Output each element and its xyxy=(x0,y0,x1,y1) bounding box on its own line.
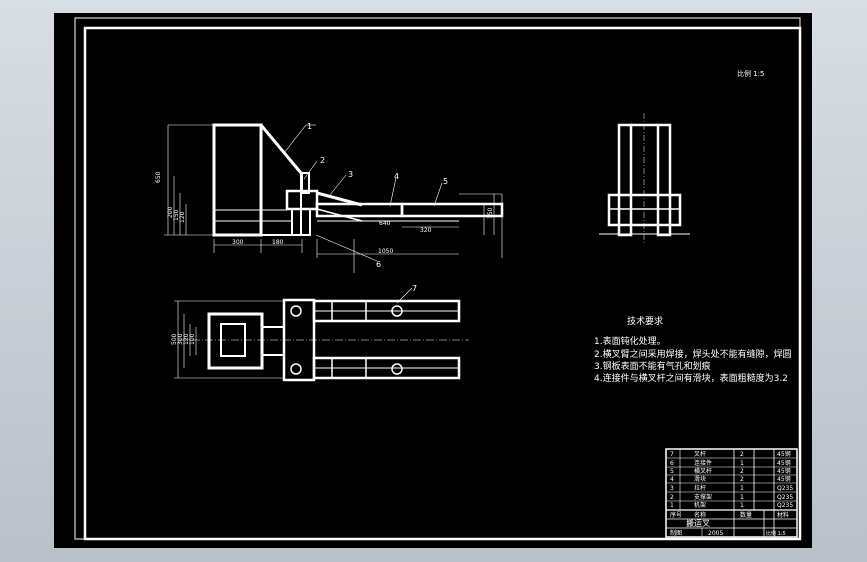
svg-text:4: 4 xyxy=(670,476,674,483)
plan-base-frame xyxy=(207,312,264,370)
plan-view xyxy=(174,287,469,382)
svg-text:2: 2 xyxy=(740,451,744,458)
parts-row-1: 1 机架 1 Q235 xyxy=(670,501,793,509)
front-dim-labels: 650 200 150 120 300 180 640 320 1050 150 xyxy=(155,171,494,255)
parts-row-7: 7 叉杆 2 45钢 xyxy=(670,450,791,458)
svg-text:数量: 数量 xyxy=(740,511,752,519)
dim-w-long: 1050 xyxy=(378,248,393,255)
cad-drawing: 比例 1:5 xyxy=(74,17,802,541)
svg-text:序号: 序号 xyxy=(670,511,682,519)
parts-row-6: 6 连接件 1 45钢 xyxy=(670,459,791,467)
dim-h2: 150 xyxy=(173,209,180,221)
dim-w-gap: 180 xyxy=(272,239,284,246)
svg-text:2: 2 xyxy=(740,476,744,483)
outer-border xyxy=(74,17,801,540)
front-view xyxy=(164,123,504,273)
svg-text:1: 1 xyxy=(740,485,744,492)
mast xyxy=(301,172,310,194)
balloon-5: 5 xyxy=(443,177,448,186)
plan-hole xyxy=(290,363,302,375)
dim-plan-h2: 300 xyxy=(177,333,184,345)
front-balloons: 1 2 3 4 5 6 xyxy=(307,122,448,269)
svg-text:5: 5 xyxy=(670,468,674,475)
inner-border xyxy=(83,26,802,541)
svg-text:1: 1 xyxy=(670,502,674,509)
dim-plan-h4: 100 xyxy=(189,333,196,345)
dim-plan-h1: 500 xyxy=(171,333,178,345)
svg-text:1: 1 xyxy=(740,460,744,467)
footer-left: 制图 xyxy=(670,529,682,537)
side-post-left xyxy=(617,123,633,237)
plan-leader xyxy=(396,287,413,304)
drawing-name: 搬运叉 xyxy=(686,518,710,528)
frame-upright xyxy=(212,123,263,237)
parts-row-4: 4 滑块 2 45钢 xyxy=(670,475,791,483)
svg-text:拉杆: 拉杆 xyxy=(694,484,706,492)
plan-dimensions xyxy=(174,300,284,379)
svg-text:45钢: 45钢 xyxy=(777,459,791,467)
balloon-4: 4 xyxy=(394,172,399,181)
svg-text:材料: 材料 xyxy=(777,511,789,519)
front-leaders xyxy=(283,124,443,262)
svg-text:机架: 机架 xyxy=(694,501,706,509)
svg-text:3: 3 xyxy=(670,485,674,492)
svg-text:叉杆: 叉杆 xyxy=(694,450,706,458)
tech-requirements: 技术要求 1.表面钝化处理。 2.横叉臂之间采用焊接，焊头处不能有缝隙，焊圆 3… xyxy=(594,315,792,384)
svg-text:7: 7 xyxy=(670,451,674,458)
side-base xyxy=(607,193,682,227)
frame-diagonal xyxy=(259,124,303,174)
dim-w-mid: 640 xyxy=(379,220,391,227)
scale-note: 比例 1:5 xyxy=(737,69,765,78)
parts-row-2: 2 支撑架 1 Q235 xyxy=(670,493,793,501)
svg-text:2: 2 xyxy=(740,468,744,475)
svg-text:45钢: 45钢 xyxy=(777,467,791,475)
dim-w-fork: 320 xyxy=(420,227,432,234)
drawing-canvas: 比例 1:5 xyxy=(54,13,812,548)
dim-h4: 150 xyxy=(487,207,494,219)
svg-text:1: 1 xyxy=(740,502,744,509)
svg-text:45钢: 45钢 xyxy=(777,475,791,483)
side-view xyxy=(599,113,690,245)
tech-note-2: 2.横叉臂之间采用焊接，焊头处不能有缝隙，焊圆 xyxy=(594,348,792,360)
dim-h-total: 650 xyxy=(155,171,162,183)
parts-row-5: 5 横叉杆 2 45钢 xyxy=(670,467,791,475)
plan-hole xyxy=(391,305,403,317)
parts-header: 序号 名称 数量 材料 xyxy=(670,511,789,519)
plan-dim-labels: 500 300 120 100 xyxy=(171,333,196,345)
tech-note-1: 1.表面钝化处理。 xyxy=(594,335,666,347)
footer-right: 比例 1:5 xyxy=(766,530,786,537)
parts-row-3: 3 拉杆 1 Q235 xyxy=(670,484,793,492)
balloon-3: 3 xyxy=(348,170,353,179)
plan-hole xyxy=(391,363,403,375)
balloon-7: 7 xyxy=(412,284,417,293)
svg-text:45钢: 45钢 xyxy=(777,450,791,458)
balloon-1: 1 xyxy=(307,122,312,131)
dim-plan-h3: 120 xyxy=(183,333,190,345)
svg-text:支撑架: 支撑架 xyxy=(694,493,712,501)
balloon-2: 2 xyxy=(320,156,325,165)
svg-text:6: 6 xyxy=(670,460,674,467)
svg-text:Q235: Q235 xyxy=(777,485,793,492)
balloon-6: 6 xyxy=(376,260,381,269)
svg-text:Q235: Q235 xyxy=(777,494,793,501)
plan-hole xyxy=(290,305,302,317)
title-block xyxy=(665,448,798,538)
tech-note-3: 3.钢板表面不能有气孔和划痕 xyxy=(594,360,711,372)
footer-date: 2005 xyxy=(708,530,723,537)
dim-w-base: 300 xyxy=(232,239,244,246)
dim-h1: 200 xyxy=(167,206,174,218)
svg-text:2: 2 xyxy=(670,494,674,501)
dim-h3: 120 xyxy=(179,211,186,223)
svg-text:横叉杆: 横叉杆 xyxy=(694,467,712,475)
tech-title: 技术要求 xyxy=(627,315,663,327)
svg-text:1: 1 xyxy=(740,494,744,501)
svg-text:名称: 名称 xyxy=(694,511,706,519)
front-dimensions xyxy=(164,124,503,273)
side-post-right xyxy=(656,123,672,237)
tech-note-4: 4.连接件与横叉杆之间有滑块，表面粗糙度为3.2 xyxy=(594,372,788,384)
svg-text:滑块: 滑块 xyxy=(694,475,706,483)
svg-text:连接件: 连接件 xyxy=(694,459,712,467)
svg-text:Q235: Q235 xyxy=(777,502,793,509)
